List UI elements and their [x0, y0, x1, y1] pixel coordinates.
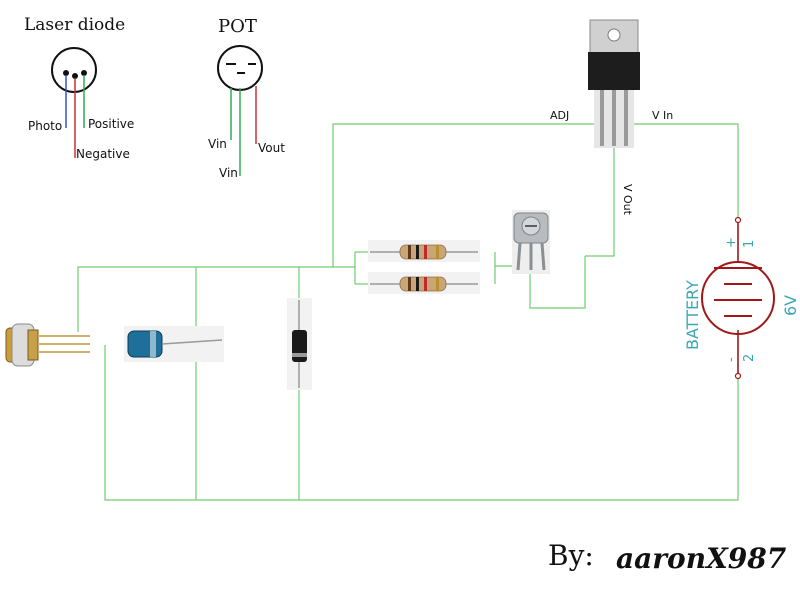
laser-photo-label: Photo	[28, 119, 62, 133]
laser-diode-pinout-circle	[51, 47, 97, 93]
wire-adj-to-top-left	[332, 123, 600, 267]
laser-negative-label: Negative	[76, 147, 130, 161]
regulator-adj-label: ADJ	[550, 109, 569, 122]
capacitor-stripe	[150, 331, 156, 357]
laser-diode-component	[5, 323, 90, 367]
battery-minus-label: -	[724, 357, 739, 362]
circuit-wires	[77, 123, 739, 501]
resistor-bottom-band-1	[408, 277, 411, 291]
regulator-vin-label: V In	[652, 109, 673, 122]
diode-band	[292, 353, 307, 357]
laser-positive-label: Positive	[88, 117, 134, 131]
trimpot-pin-1	[516, 242, 522, 271]
resistor-bottom-body	[399, 276, 447, 292]
regulator-tab-hole	[607, 28, 621, 42]
regulator-body	[588, 52, 640, 90]
capacitor-body	[127, 330, 163, 358]
credit-author-name: aaronX987	[616, 542, 787, 575]
laser-diode-legend: Laser diode Photo Positive Negative	[24, 15, 134, 161]
pot-title: POT	[218, 16, 257, 37]
battery-voltage-label: 6V	[781, 295, 800, 316]
battery-circle	[701, 261, 775, 335]
capacitor-lead	[161, 339, 223, 345]
laser-diode-title: Laser diode	[24, 15, 125, 35]
regulator-vout-label: V Out	[621, 184, 634, 216]
credit-prefix: By:	[548, 539, 594, 572]
resistor-bottom-band-4	[436, 277, 439, 291]
resistor-bottom-band-3	[424, 277, 427, 291]
battery-terminal-bottom	[734, 372, 742, 380]
rectifier-diode	[287, 298, 312, 390]
trim-potentiometer	[512, 210, 550, 274]
battery-symbol: BATTERY 6V + 1 - 2	[683, 216, 800, 380]
laser-pin-negative	[72, 73, 78, 79]
wire-pot-loop	[529, 256, 586, 309]
author-credit: By: aaronX987	[548, 539, 787, 575]
resistor-bottom-band-2	[416, 277, 419, 291]
battery-name-label: BATTERY	[683, 280, 702, 350]
trimpot-pin-3	[540, 242, 546, 271]
resistor-top-band-2	[416, 245, 419, 259]
electrolytic-capacitor	[124, 326, 224, 362]
resistor-bottom	[368, 272, 480, 294]
pot-vout-label: Vout	[258, 141, 285, 155]
resistor-top	[368, 240, 480, 262]
pot-pinout-circle	[217, 45, 263, 91]
wire-vin-to-battery	[630, 123, 739, 218]
voltage-regulator: ADJ V In V Out	[550, 19, 673, 216]
pot-legend: POT Vin Vin Vout	[208, 16, 285, 180]
wire-pot-to-vout	[585, 148, 615, 257]
laser-body-flange	[27, 329, 39, 361]
battery-pin2-label: 2	[742, 354, 757, 362]
battery-plus-label: +	[724, 237, 739, 248]
resistor-top-band-3	[424, 245, 427, 259]
pot-vin-label-2: Vin	[219, 166, 238, 180]
battery-pin1-label: 1	[742, 240, 757, 248]
pot-vin-label-1: Vin	[208, 137, 227, 151]
resistor-top-band-1	[408, 245, 411, 259]
diode-body	[292, 330, 307, 362]
resistor-top-band-4	[436, 245, 439, 259]
wire-top-rail	[77, 266, 355, 332]
laser-pin-photo	[63, 70, 69, 76]
resistor-top-body	[399, 244, 447, 260]
laser-pin-positive	[81, 70, 87, 76]
battery-terminal-top	[734, 216, 742, 224]
wire-battery-to-ground	[104, 345, 739, 501]
